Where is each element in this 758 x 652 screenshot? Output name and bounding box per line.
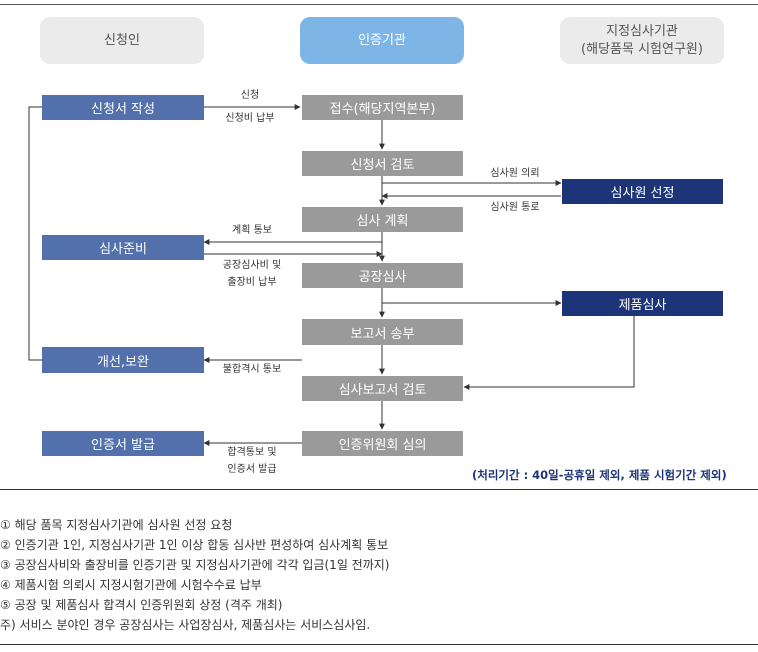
step-receipt: 접수(해당지역본부) [302,95,463,120]
footnote-1: ① 해당 품목 지정심사기관에 심사원 선정 요청 [0,518,233,532]
mid-rule [0,489,758,490]
loop-improve-to-apply [28,106,42,361]
label-fail-notice: 불합격시 통보 [222,364,282,375]
step-prep: 심사준비 [42,235,204,260]
step-plan: 심사 계획 [302,207,463,232]
label-apply-fee: 신청비 납부 [225,113,275,124]
top-rule [0,4,758,5]
label-auditor-request: 심사원 의뢰 [490,168,540,179]
step-improve-label: 개선,보완 [97,354,149,370]
step-factory-label: 공장심사 [358,270,407,285]
label-fee-payment: 공장심사비 및 출장비 납부 [208,257,296,291]
step-improve: 개선,보완 [42,347,204,373]
footnote-note: 주) 서비스 분야인 경우 공장심사는 사업장심사, 제품심사는 서비스심사임. [0,618,371,632]
step-auditor-select: 심사원 선정 [562,179,723,204]
step-review-label: 신청서 검토 [350,158,415,173]
step-issue-label: 인증서 발급 [91,438,155,453]
lane-lab-label-line2: (해당품목 시험연구원) [581,41,703,57]
step-review: 신청서 검토 [302,151,463,176]
label-fee-line2: 출장비 납부 [227,277,277,288]
lane-designated-lab: 지정심사기관 (해당품목 시험연구원) [560,17,724,64]
step-report-send-label: 보고서 송부 [350,326,415,342]
step-issue: 인증서 발급 [42,431,204,456]
label-fee-line1: 공장심사비 및 [222,260,282,271]
lane-applicant-label: 신청인 [104,32,140,48]
processing-period-note: (처리기간 : 40일-공휴일 제외, 제품 시험기간 제외) [472,468,727,482]
lane-lab-label-line1: 지정심사기관 [606,23,678,39]
lane-certifier-label: 인증기관 [358,32,406,48]
step-committee: 인증위원회 심의 [302,431,463,456]
label-pass-notice: 합격통보 및 인증서 발급 [208,444,296,478]
step-apply-write: 신청서 작성 [42,95,204,120]
step-report-review-label: 심사보고서 검토 [338,383,427,398]
label-apply: 신청 [240,90,260,101]
step-apply-write-label: 신청서 작성 [91,102,155,117]
step-plan-label: 심사 계획 [356,214,409,229]
step-factory: 공장심사 [302,263,463,288]
step-prep-label: 심사준비 [99,242,147,257]
step-report-send: 보고서 송부 [302,319,463,345]
step-receipt-label: 접수(해당지역본부) [329,102,436,117]
step-report-review: 심사보고서 검토 [302,376,463,401]
step-product-test: 제품심사 [562,291,723,316]
arrow-product-result [463,316,635,390]
label-plan-notice: 계획 통보 [232,225,272,236]
bottom-rule [0,644,758,645]
label-pass-line1: 합격통보 및 [227,447,277,458]
footnote-4: ④ 제품시험 의뢰시 지정시험기관에 시험수수료 납부 [0,578,262,592]
footnote-3: ③ 공장심사비와 출장비를 인증기관 및 지정심사기관에 각각 입금(1일 전까… [0,558,390,572]
label-pass-line2: 인증서 발급 [227,464,277,475]
label-auditor-notice: 심사원 통로 [490,202,540,213]
step-auditor-select-label: 심사원 선정 [610,186,675,201]
lane-certifier: 인증기관 [300,17,464,64]
footnote-5: ⑤ 공장 및 제품심사 합격시 인증위원회 상정 (격주 개최) [0,598,283,612]
step-product-test-label: 제품심사 [618,298,667,313]
footnote-2: ② 인증기관 1인, 지정심사기관 1인 이상 합동 심사반 편성하여 심사계획… [0,538,389,552]
step-committee-label: 인증위원회 심의 [338,438,427,453]
lane-applicant: 신청인 [40,17,204,64]
